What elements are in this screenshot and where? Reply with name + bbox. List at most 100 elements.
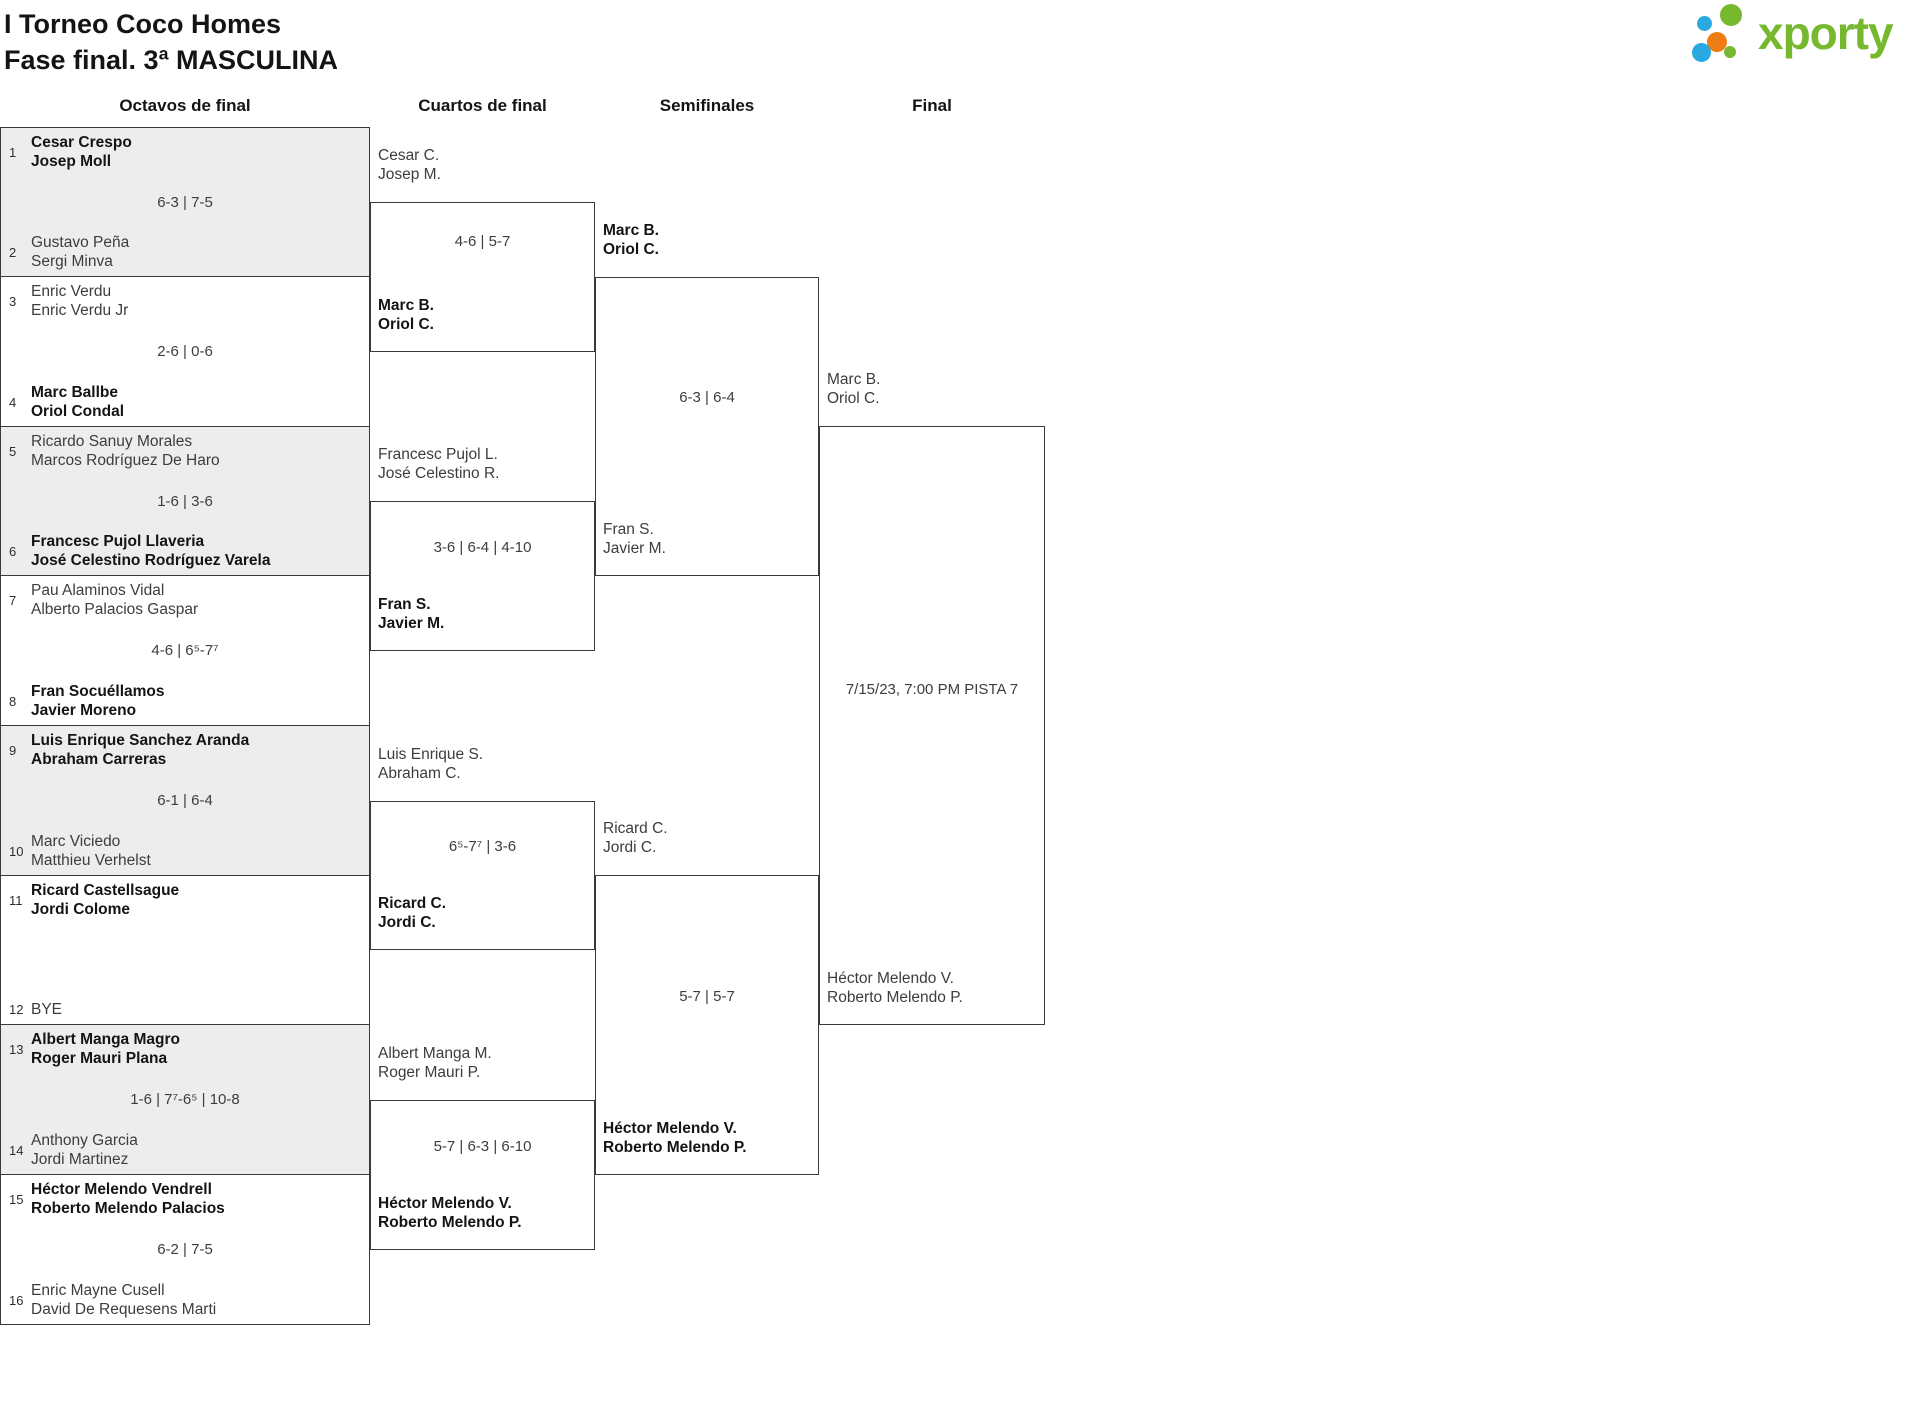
team-row-top: 11 Ricard Castellsague Jordi Colome (1, 881, 369, 919)
player-name: Cesar Crespo (31, 134, 132, 151)
page-title: I Torneo Coco Homes Fase final. 3ª MASCU… (4, 6, 338, 78)
seed-number: 12 (9, 1002, 24, 1017)
participant-cuartos-1-bottom: Marc B. Oriol C. (378, 296, 434, 334)
team-names: Anthony Garcia Jordi Martinez (31, 1131, 138, 1169)
player-name: Roger Mauri Plana (31, 1050, 168, 1067)
player-name: Abraham Carreras (31, 751, 167, 768)
team-row-bottom: 16 Enric Mayne Cusell David De Requesens… (1, 1281, 369, 1319)
team-names: Gustavo Peña Sergi Minva (31, 233, 129, 271)
seed-number: 13 (9, 1041, 24, 1057)
match-score: 4-6 | 6⁵-7⁷ (151, 642, 219, 659)
player-name: Enric Mayne Cusell (31, 1282, 165, 1299)
player-name: Fran S. (603, 521, 654, 538)
participant-cuartos-3-bottom: Ricard C. Jordi C. (378, 894, 446, 932)
player-name: Cesar C. (378, 147, 440, 164)
team-names: Pau Alaminos Vidal Alberto Palacios Gasp… (31, 581, 198, 619)
seed-number: 8 (9, 693, 17, 709)
team-names: Albert Manga Magro Roger Mauri Plana (31, 1030, 180, 1068)
player-name: Enric Verdu Jr (31, 302, 129, 319)
match-octavos-6: 11 Ricard Castellsague Jordi Colome 12 B… (0, 876, 370, 1025)
match-score: 6-1 | 6-4 (157, 792, 213, 809)
player-name: Héctor Melendo V. (827, 970, 954, 987)
participant-semifinal-1-bottom: Fran S. Javier M. (603, 520, 666, 558)
participant-final-bottom: Héctor Melendo V. Roberto Melendo P. (827, 969, 963, 1007)
participant-cuartos-1-top: Cesar C. Josep M. (378, 146, 441, 184)
logo-dot-orange (1707, 32, 1727, 52)
player-name: Anthony Garcia (31, 1132, 138, 1149)
seed-number: 10 (9, 843, 24, 859)
match-box-semifinal-1 (595, 277, 819, 576)
player-name: Gustavo Peña (31, 234, 130, 251)
player-name: José Celestino Rodríguez Varela (31, 552, 271, 569)
team-names: Marc Ballbe Oriol Condal (31, 383, 124, 421)
score-semifinal-2: 5-7 | 5-7 (679, 988, 735, 1005)
player-name: Sergi Minva (31, 253, 113, 270)
team-names: BYE (31, 1000, 62, 1019)
team-row-top: 9 Luis Enrique Sanchez Aranda Abraham Ca… (1, 731, 369, 769)
player-name: Héctor Melendo V. (378, 1195, 512, 1212)
team-names: Ricardo Sanuy Morales Marcos Rodríguez D… (31, 432, 220, 470)
team-names: Fran Socuéllamos Javier Moreno (31, 682, 165, 720)
player-name: Ricard C. (378, 895, 447, 912)
player-name: Ricard C. (603, 820, 668, 837)
player-name: Javier M. (603, 540, 666, 557)
player-name: Pau Alaminos Vidal (31, 582, 165, 599)
team-row-top: 5 Ricardo Sanuy Morales Marcos Rodríguez… (1, 432, 369, 470)
logo-dot-blue-small (1697, 16, 1712, 31)
team-names: Héctor Melendo Vendrell Roberto Melendo … (31, 1180, 225, 1218)
logo-wordmark: xporty (1758, 7, 1894, 59)
score-cuartos-3: 6⁵-7⁷ | 3-6 (448, 838, 517, 855)
player-name: Francesc Pujol Llaveria (31, 533, 205, 550)
match-octavos-8: 15 Héctor Melendo Vendrell Roberto Melen… (0, 1175, 370, 1325)
xporty-logo[interactable]: xporty (1692, 2, 1894, 66)
player-name: José Celestino R. (378, 465, 500, 482)
player-name: Jordi C. (603, 839, 657, 856)
participant-final-top: Marc B. Oriol C. (827, 370, 880, 408)
match-score: 1-6 | 3-6 (157, 492, 213, 510)
player-name: Roberto Melendo Palacios (31, 1200, 225, 1217)
team-names: Ricard Castellsague Jordi Colome (31, 881, 179, 919)
player-name: Oriol C. (827, 390, 880, 407)
player-name: Abraham C. (378, 765, 461, 782)
player-name: Matthieu Verhelst (31, 852, 151, 869)
player-name: Javier M. (378, 615, 445, 632)
match-score: 1-6 | 7⁷-6⁵ | 10-8 (130, 1091, 240, 1108)
player-name: Marc Viciedo (31, 833, 121, 850)
match-octavos-1: 1 Cesar Crespo Josep Moll 6-3 | 7-5 2 Gu… (0, 127, 370, 277)
player-name: BYE (31, 1001, 63, 1018)
match-box-final (819, 426, 1045, 1025)
seed-number: 5 (9, 443, 17, 459)
match-score: 6-3 | 7-5 (157, 193, 213, 211)
team-row-top: 3 Enric Verdu Enric Verdu Jr (1, 282, 369, 320)
player-name: Josep Moll (31, 153, 112, 170)
match-octavos-5: 9 Luis Enrique Sanchez Aranda Abraham Ca… (0, 726, 370, 876)
player-name: Roger Mauri P. (378, 1064, 481, 1081)
player-name: Roberto Melendo P. (378, 1214, 522, 1231)
score-cuartos-1: 4-6 | 5-7 (454, 233, 511, 250)
phase-category: Fase final. 3ª MASCULINA (4, 45, 339, 75)
player-name: Fran Socuéllamos (31, 683, 165, 700)
player-name: Enric Verdu (31, 283, 112, 300)
player-name: Francesc Pujol L. (378, 446, 498, 463)
player-name: Marcos Rodríguez De Haro (31, 452, 220, 469)
player-name: Jordi Colome (31, 901, 131, 918)
seed-number: 1 (9, 144, 17, 160)
seed-number: 11 (9, 892, 23, 908)
player-name: Marc B. (827, 371, 881, 388)
player-name: Oriol C. (378, 316, 434, 333)
seed-number: 4 (9, 394, 17, 410)
round-header-octavos: Octavos de final (119, 96, 251, 115)
team-names: Luis Enrique Sanchez Aranda Abraham Carr… (31, 731, 249, 769)
player-name: Jordi Martinez (31, 1151, 129, 1168)
participant-cuartos-4-top: Albert Manga M. Roger Mauri P. (378, 1044, 492, 1082)
team-names: Enric Mayne Cusell David De Requesens Ma… (31, 1281, 216, 1319)
player-name: Ricard Castellsague (31, 882, 180, 899)
player-name: David De Requesens Marti (31, 1301, 217, 1318)
participant-cuartos-2-top: Francesc Pujol L. José Celestino R. (378, 445, 499, 483)
participant-semifinal-2-bottom: Héctor Melendo V. Roberto Melendo P. (603, 1119, 747, 1157)
final-schedule: 7/15/23, 7:00 PM PISTA 7 (845, 681, 1019, 698)
participant-cuartos-4-bottom: Héctor Melendo V. Roberto Melendo P. (378, 1194, 522, 1232)
team-names: Cesar Crespo Josep Moll (31, 133, 132, 171)
team-names: Francesc Pujol Llaveria José Celestino R… (31, 532, 270, 570)
player-name: Oriol Condal (31, 403, 124, 420)
